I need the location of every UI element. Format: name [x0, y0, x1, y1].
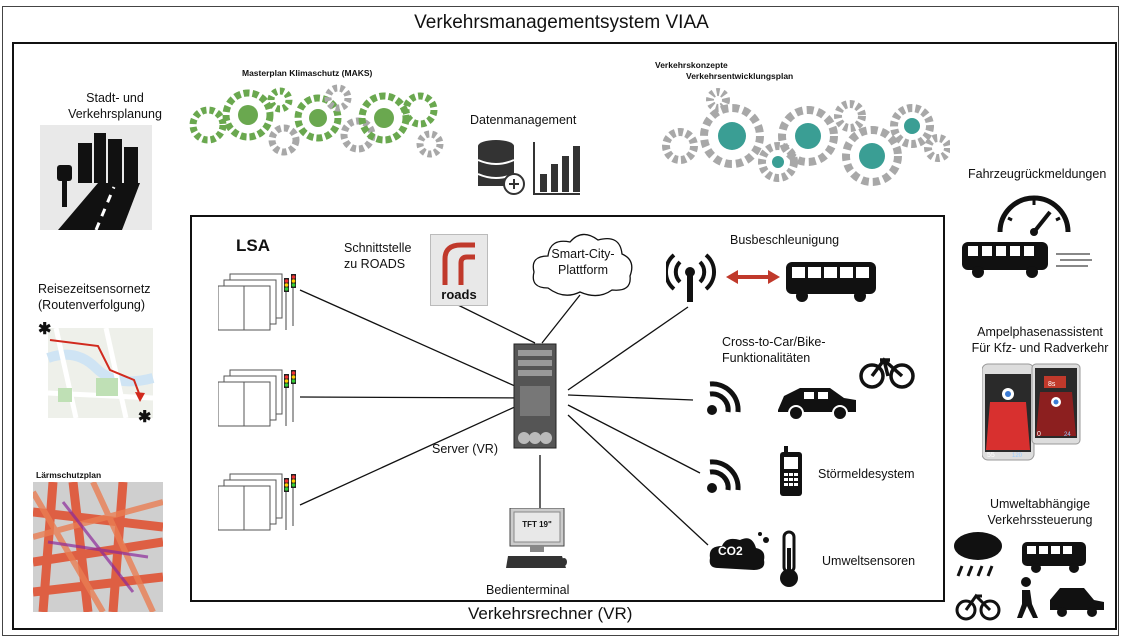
- bus-icon: [786, 262, 876, 302]
- phone-left-limit: 120: [1012, 453, 1023, 459]
- busbeschleunigung-label: Busbeschleunigung: [730, 233, 840, 247]
- monitor-text: TFT 19": [522, 520, 552, 529]
- rain-cloud-icon: [954, 532, 1002, 577]
- cross-to-car-label: Cross-to-Car/Bike- Funktionalitäten: [722, 335, 826, 365]
- umwelt-steuerung-label: Umweltabhängige Verkehrssteuerung: [987, 497, 1093, 527]
- schnittstelle-label: Schnittstelle zu ROADS: [344, 241, 412, 271]
- konzepte-label-1: Verkehrskonzepte: [655, 60, 728, 70]
- environment-traffic-icons: [952, 526, 1112, 622]
- antenna-icon: [666, 253, 717, 302]
- bicycle-icon-small: [955, 593, 1001, 621]
- mobile-phone-icon: [780, 446, 802, 496]
- phone-right-limit: 24: [1064, 432, 1071, 438]
- bedienterminal-label: Bedienterminal: [486, 583, 570, 597]
- laerm-label: Lärmschutzplan: [36, 470, 102, 480]
- inner-frame: [12, 42, 1117, 630]
- car-icon: [778, 388, 856, 421]
- konzepte-gears-image: [650, 86, 950, 192]
- route-map-icon: ✱ ✱: [36, 318, 156, 424]
- noise-map-image: [33, 482, 163, 612]
- car-icon-small: [1050, 588, 1104, 617]
- bicycle-icon: [859, 357, 915, 389]
- co2-cloud-icon: [709, 532, 769, 570]
- co2-label: CO2: [718, 544, 743, 558]
- phone-right-speed: 0: [1037, 431, 1041, 438]
- lsa-cabinet-3: [218, 472, 303, 534]
- wifi-icon-2: [707, 459, 741, 493]
- terminal-icon: TFT 19": [506, 508, 568, 572]
- konzepte-label-2: Verkehrsentwicklungsplan: [686, 71, 794, 81]
- svg-text:✱: ✱: [138, 409, 151, 424]
- lsa-cabinet-2: [218, 368, 303, 430]
- stadt-planung-label: Stadt- und Verkehrsplanung: [68, 91, 162, 121]
- umweltsensoren-label: Umweltsensoren: [822, 554, 916, 568]
- lsa-label: LSA: [236, 236, 270, 255]
- bus-icon-small: [1022, 542, 1086, 573]
- database-chart-icon: [476, 138, 586, 198]
- datenmanagement-label: Datenmanagement: [470, 113, 577, 127]
- pedestrian-icon: [1017, 577, 1038, 618]
- bus-priority-row: [666, 250, 881, 304]
- double-arrow-icon: [726, 270, 780, 284]
- svg-text:✱: ✱: [38, 321, 51, 338]
- server-label: Server (VR): [432, 442, 498, 456]
- maks-gears-image: [186, 80, 448, 162]
- cross-to-car-row: [704, 350, 916, 422]
- stoermelde-label: Störmeldesystem: [818, 467, 915, 481]
- maks-label: Masterplan Klimaschutz (MAKS): [242, 68, 373, 78]
- roads-logo: roads: [430, 234, 488, 306]
- phone-right-timer: 8s: [1048, 381, 1056, 388]
- roads-logo-text: roads: [441, 287, 477, 302]
- gauge-bus-icon: [960, 188, 1095, 280]
- phone-left-speed: 55: [987, 452, 995, 459]
- phone-app-image: 8s 55 120 0 24: [982, 362, 1090, 462]
- umweltsensoren-row: CO2: [708, 528, 808, 590]
- connection-lines: [190, 215, 945, 602]
- city-road-icon: [40, 125, 152, 230]
- vr-label: Verkehrsrechner (VR): [468, 604, 633, 623]
- server-icon: [512, 342, 558, 450]
- wifi-icon-1: [707, 381, 741, 415]
- smart-city-cloud: Smart-City- Plattform: [528, 228, 638, 302]
- fahrzeug-label: Fahrzeugrückmeldungen: [968, 167, 1107, 181]
- stoermelde-row: [704, 446, 814, 500]
- page-title: Verkehrsmanagementsystem VIAA: [414, 12, 709, 33]
- smart-city-label: Smart-City- Plattform: [551, 247, 615, 277]
- ampelphase-label: Ampelphasenassistent Für Kfz- und Radver…: [971, 325, 1109, 355]
- reisezeit-label: Reisezeitsensornetz (Routenverfolgung): [38, 282, 151, 312]
- thermometer-icon: [780, 530, 798, 587]
- outer-frame: [2, 6, 1119, 636]
- lsa-cabinet-1: [218, 272, 303, 334]
